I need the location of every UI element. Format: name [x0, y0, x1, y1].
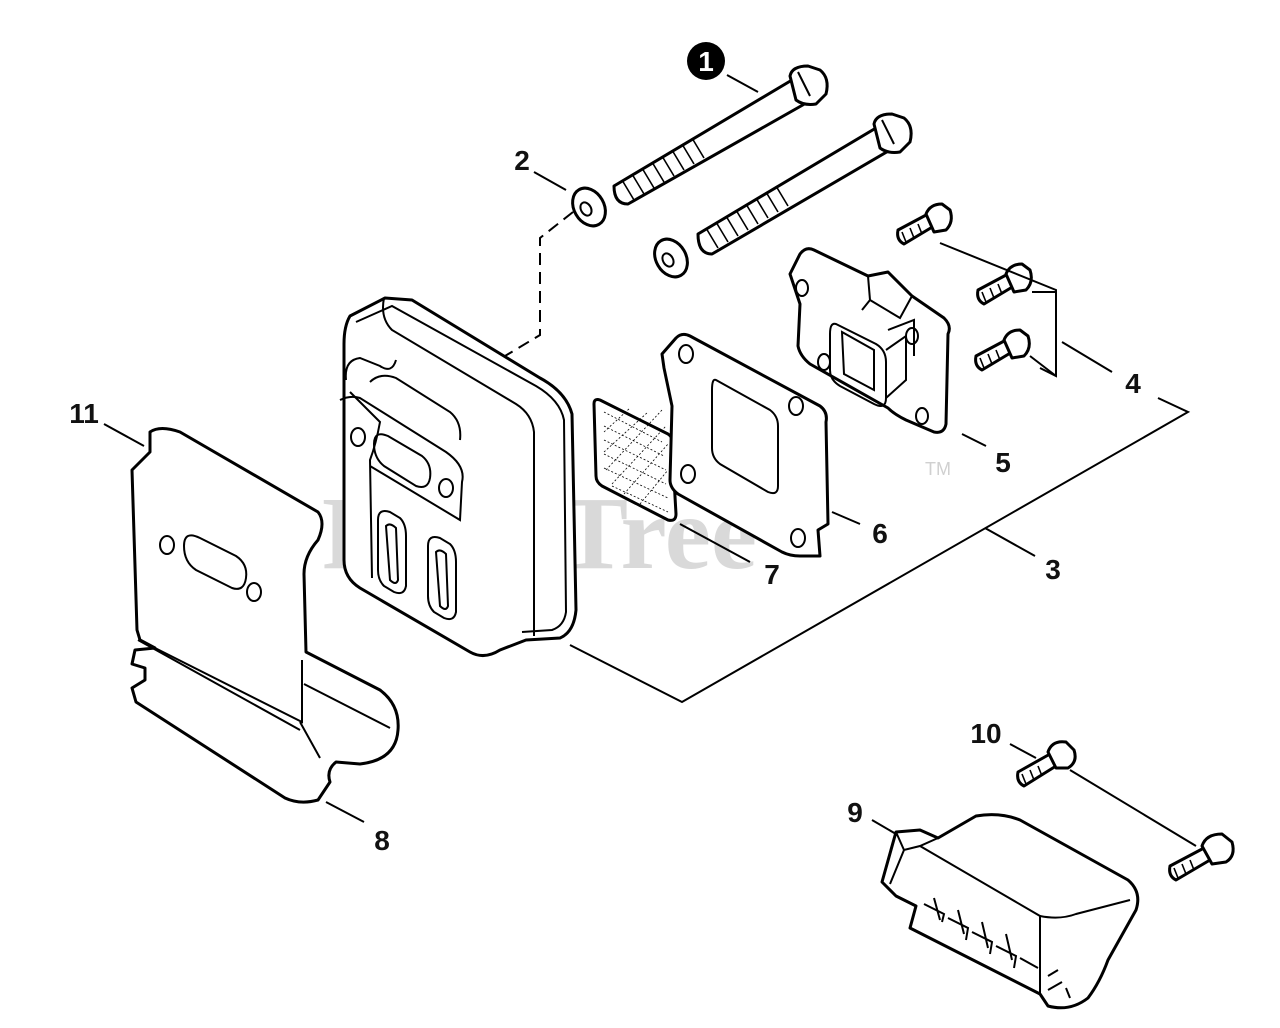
callout-5: 5 — [995, 447, 1011, 478]
callout-leaders — [103, 74, 1197, 847]
baffle-cover — [788, 247, 951, 434]
assembly-leaders — [569, 242, 1191, 704]
callout-2: 2 — [514, 145, 530, 176]
callout-11: 11 — [69, 398, 99, 429]
cover-screws — [1016, 740, 1235, 882]
callout-1: 1 — [698, 46, 714, 77]
muffler-body — [339, 296, 578, 657]
callout-6: 6 — [872, 518, 888, 549]
callout-7: 7 — [764, 559, 780, 590]
callout-8: 8 — [374, 825, 390, 856]
watermark-trademark: TM — [925, 459, 951, 479]
gasket — [660, 332, 830, 558]
washers — [571, 186, 689, 279]
callouts: 1 2 3 4 5 6 7 8 9 10 11 — [69, 42, 1141, 856]
outlet-cover — [880, 813, 1140, 1010]
long-bolts — [612, 64, 913, 256]
heat-shield-bracket — [130, 427, 400, 804]
callout-1-badge — [687, 42, 725, 80]
leader-bracket-4 — [939, 242, 1057, 378]
callout-9: 9 — [847, 797, 863, 828]
small-screws — [896, 202, 1033, 372]
callout-10: 10 — [970, 718, 1001, 749]
callout-3: 3 — [1045, 554, 1061, 585]
leader-assembly-3 — [569, 397, 1191, 704]
callout-4: 4 — [1125, 368, 1141, 399]
washer-dashed-leader — [504, 211, 574, 357]
